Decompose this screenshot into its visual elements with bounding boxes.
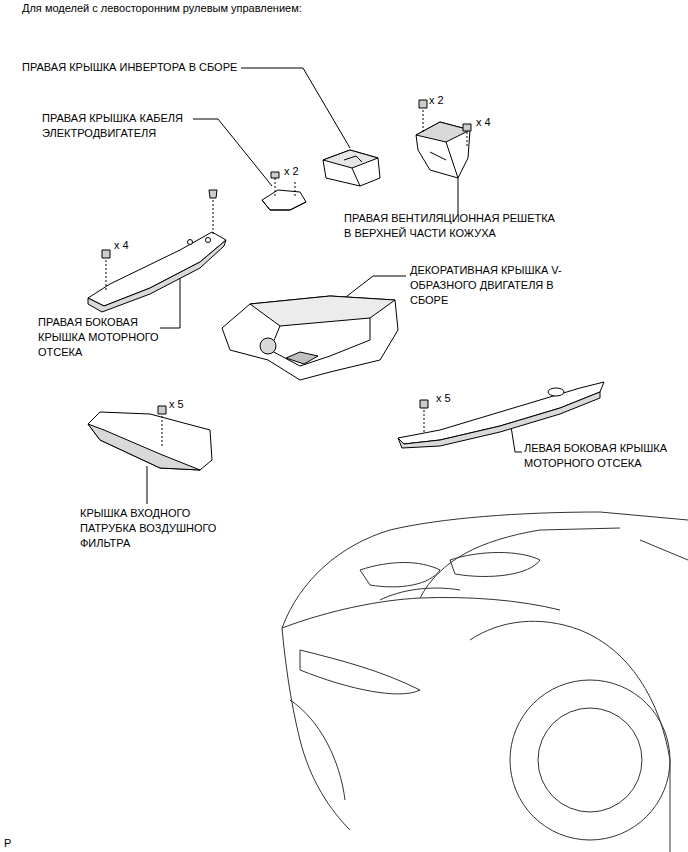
quantity: x 5 [169,397,184,412]
part-name: ДЕКОРАТИВНАЯ КРЫШКА V-ОБРАЗНОГО ДВИГАТЕЛ… [410,263,562,308]
quantity: x 2 [429,93,444,108]
part-name: КРЫШКА ВХОДНОГО ПАТРУБКА ВОЗДУШНОГО ФИЛЬ… [80,506,222,551]
figure-code: P [4,836,11,851]
part-name: ПРАВАЯ ВЕНТИЛЯЦИОННАЯ РЕШЕТКА В ВЕРХНЕЙ … [344,211,561,241]
part-name: ПРАВАЯ КРЫШКА ИНВЕРТОРА В СБОРЕ [22,60,237,75]
quantity: x 2 [284,164,299,179]
part-name: ПРАВАЯ КРЫШКА КАБЕЛЯ ЭЛЕКТРОДВИГАТЕЛЯ [42,111,202,141]
page-heading: Для моделей с левосторонним рулевым упра… [22,1,302,16]
quantity: x 5 [436,391,451,406]
part-name: ПРАВАЯ БОКОВАЯ КРЫШКА МОТОРНОГО ОТСЕКА [38,315,163,360]
quantity: x 4 [114,238,129,253]
part-name: ЛЕВАЯ БОКОВАЯ КРЫШКА МОТОРНОГО ОТСЕКА [524,441,682,471]
quantity: x 4 [476,115,491,130]
